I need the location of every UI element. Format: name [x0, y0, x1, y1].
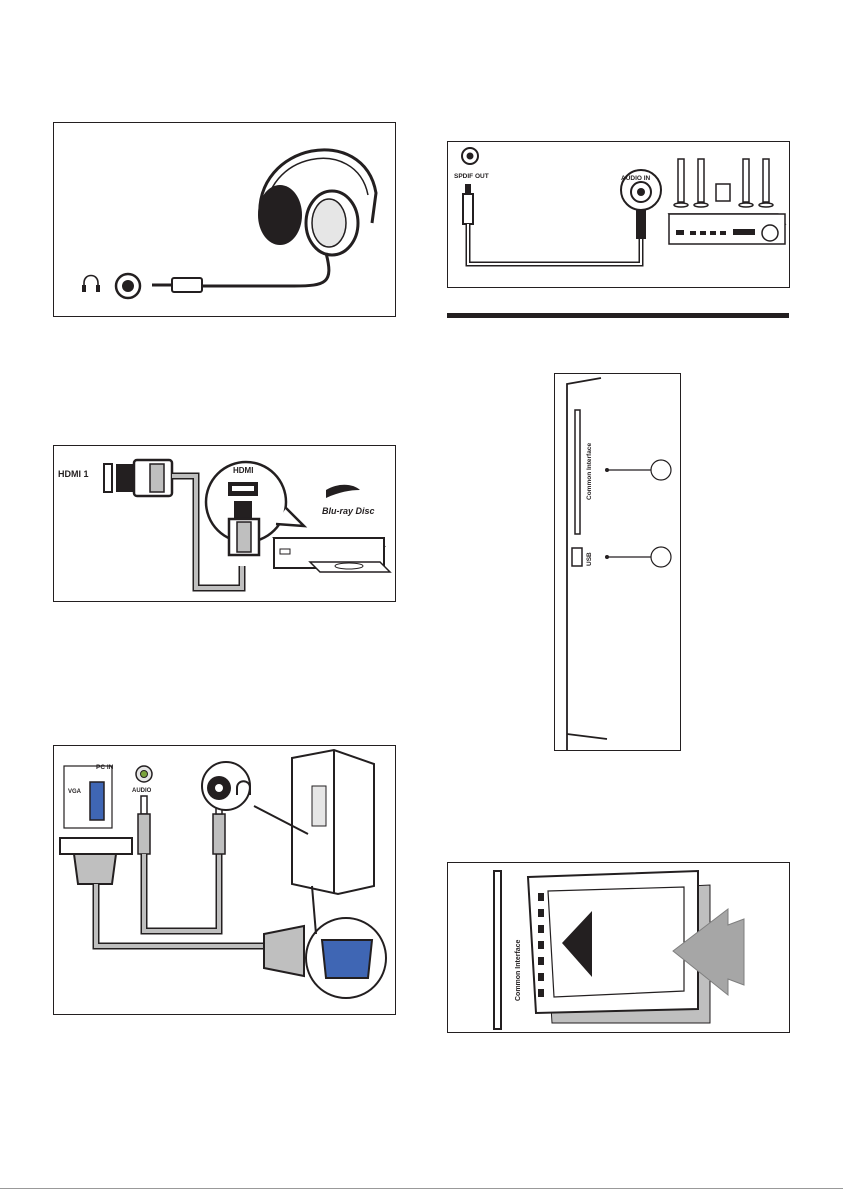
headphone-icon — [82, 276, 100, 293]
vga-port — [90, 782, 104, 820]
bluray-logo: Blu-ray Disc — [322, 485, 375, 516]
bluray-logo-text: Blu-ray Disc — [322, 506, 375, 516]
pc-vga-port — [322, 940, 372, 978]
section-rule — [447, 313, 789, 318]
usb-label: USB — [586, 552, 593, 566]
bluray-player-icon — [274, 538, 390, 572]
computer-tower-icon — [292, 750, 374, 894]
ci-card-insertion-diagram: Common Interface — [447, 862, 790, 1033]
pc-in-label: PC IN — [96, 764, 114, 771]
common-interface-slot — [575, 410, 580, 534]
audio-in-label: AUDIO IN — [621, 175, 651, 182]
hdmi1-label: HDMI 1 — [58, 469, 89, 479]
hdmi-connection-diagram: HDMI 1 HDMI Blu-ray Disc — [53, 445, 396, 602]
headphones-connection-diagram — [53, 122, 396, 317]
common-interface-label: Common Interface — [586, 443, 593, 500]
callout-marker-1 — [651, 460, 671, 480]
spdif-out-label: SPDIF OUT — [454, 173, 489, 180]
headphone-left-cup — [258, 185, 302, 245]
tv-side-panel-diagram: Common Interface USB — [554, 373, 681, 751]
ci-slot — [494, 871, 501, 1029]
audio-label: AUDIO — [132, 788, 152, 794]
speakers-icon — [674, 159, 773, 207]
spdif-connection-diagram: SPDIF OUT AUDIO IN — [447, 141, 790, 288]
ci-label: Common Interface — [515, 939, 522, 1001]
hdmi-label: HDMI — [233, 466, 253, 475]
vga-label: VGA — [68, 789, 82, 795]
ci-module-card — [528, 871, 698, 1013]
usb-port — [572, 548, 582, 566]
av-receiver-icon — [669, 214, 785, 244]
callout-marker-2 — [651, 547, 671, 567]
pc-connection-diagram: PC IN VGA AUDIO — [53, 745, 396, 1015]
page-bottom-line — [0, 1188, 843, 1189]
